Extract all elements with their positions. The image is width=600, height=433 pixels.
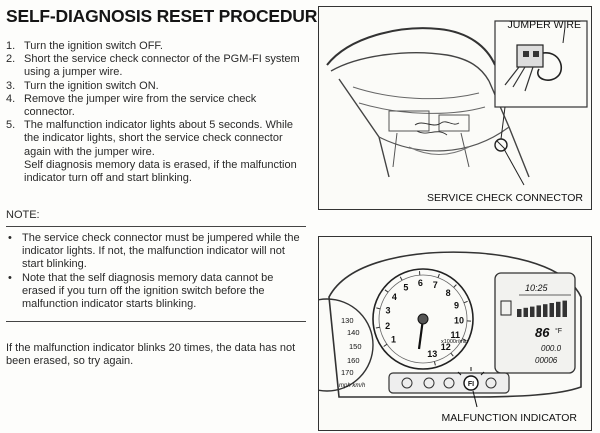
turn-signal-icon: [485, 377, 497, 389]
speedo-number: 140: [347, 328, 360, 337]
step-text: Remove the jumper wire from the service …: [24, 92, 257, 119]
tach-tick: [450, 352, 454, 357]
lcd-bar-segment: [556, 301, 561, 317]
speedo-unit: mph km/h: [339, 383, 366, 389]
jumper-wire-label: JUMPER WIRE: [508, 19, 582, 31]
step-item: 3. Turn the ignition switch ON.: [6, 80, 306, 93]
trip-readout: 000.0: [541, 344, 562, 353]
note-heading: NOTE:: [6, 209, 40, 221]
tach-number: 4: [392, 292, 397, 302]
tach-tick: [384, 289, 389, 293]
step-text: Turn the ignition switch OFF.: [24, 40, 163, 52]
step-number: 3.: [6, 79, 16, 92]
step-number: 4.: [6, 92, 16, 105]
service-check-connector-label: SERVICE CHECK CONNECTOR: [427, 192, 583, 204]
oil-icon: [423, 377, 435, 389]
tach-number: 1: [391, 335, 396, 345]
malfunction-indicator-label: MALFUNCTION INDICATOR: [441, 412, 577, 424]
lcd-bar-segment: [562, 300, 567, 317]
lcd-bar-segment: [543, 304, 548, 317]
tach-number: 11: [450, 330, 460, 340]
tach-tick: [399, 276, 403, 281]
tach-number: 2: [385, 321, 390, 331]
step-item: 2. Short the service check connector of …: [6, 53, 306, 79]
tach-tick: [437, 273, 440, 278]
malfunction-indicator-icon: [463, 375, 479, 391]
step-number: 2.: [6, 53, 16, 66]
note-item: • Note that the self diagnosis memory da…: [6, 272, 306, 312]
tach-number: 3: [385, 306, 390, 316]
step-text: The malfunction indicator lights about 5…: [24, 119, 294, 158]
lcd-bar-segment: [530, 306, 535, 317]
tach-tick: [462, 338, 467, 341]
step-item: 5. The malfunction indicator lights abou…: [6, 119, 306, 185]
speedo-number: 160: [347, 356, 360, 365]
tach-number: 10: [454, 316, 464, 326]
bullet-icon: •: [8, 271, 12, 284]
tach-tick: [463, 300, 468, 304]
lcd-bar-segment: [523, 307, 528, 317]
note-top-divider: [6, 226, 306, 227]
footer-text: If the malfunction indicator blinks 20 t…: [6, 342, 296, 368]
indicator-strip: [388, 372, 510, 394]
step-text: Short the service check connector of the…: [24, 53, 300, 79]
tach-tick: [383, 343, 388, 347]
bullet-icon: •: [8, 232, 12, 244]
tach-tick: [453, 284, 457, 288]
lcd-bar-segment: [517, 309, 522, 317]
tach-tick: [375, 326, 380, 329]
tach-tick: [376, 307, 381, 310]
temperature-unit: °F: [555, 327, 562, 335]
tach-number: 12: [441, 342, 451, 352]
temperature-readout: 86: [535, 325, 550, 340]
speedo-number: 170: [341, 368, 354, 377]
tach-number: 6: [418, 278, 423, 288]
lcd-bar-segment: [536, 305, 541, 317]
tach-number: 5: [403, 282, 408, 292]
procedure-steps: 1. Turn the ignition switch OFF. 2. Shor…: [6, 40, 306, 185]
tach-number: 8: [446, 288, 451, 298]
service-connector-illustration: JUMPER WIRE SERVICE CHECK CONNECTOR: [326, 19, 588, 204]
tach-number: 13: [427, 349, 437, 359]
high-beam-icon: [443, 377, 455, 389]
tach-number: 7: [433, 280, 438, 290]
fuel-icon: [500, 300, 512, 316]
tach-tick: [433, 361, 436, 366]
note-text: The service check connector must be jump…: [22, 232, 300, 271]
step-item: 4. Remove the jumper wire from the servi…: [6, 93, 306, 119]
tach-unit: x1000r/min: [441, 339, 468, 345]
note-list: • The service check connector must be ju…: [6, 232, 306, 311]
note-bottom-divider: [6, 321, 306, 322]
step-extra-text: Self diagnosis memory data is erased, if…: [24, 158, 297, 185]
note-item: • The service check connector must be ju…: [6, 232, 306, 272]
service-connector-figure: JUMPER WIRE SERVICE CHECK CONNECTOR: [318, 6, 592, 210]
speedo-number: 150: [349, 342, 362, 351]
lcd-bar-segment: [549, 303, 554, 317]
clock-readout: 10:25: [525, 283, 549, 293]
step-number: 5.: [6, 119, 16, 132]
page-title: SELF-DIAGNOSIS RESET PROCEDURE: [6, 6, 329, 26]
speedo-number: 130: [341, 316, 354, 325]
tach-number: 9: [454, 301, 459, 311]
note-text: Note that the self diagnosis memory data…: [22, 271, 274, 311]
step-text: Turn the ignition switch ON.: [24, 79, 159, 92]
step-number: 1.: [6, 40, 16, 52]
neutral-icon: [401, 377, 413, 389]
step-item: 1. Turn the ignition switch OFF.: [6, 40, 306, 53]
fi-label: FI: [468, 381, 474, 388]
tach-hub: [417, 313, 429, 325]
odometer-readout: 00006: [535, 356, 558, 365]
lcd-panel: [494, 272, 576, 374]
